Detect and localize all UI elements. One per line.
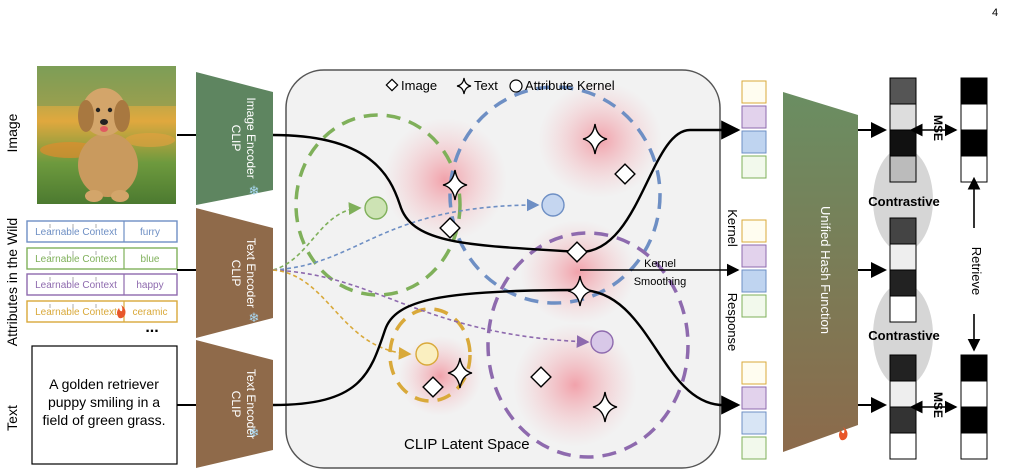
- attribute-text-encoder: CLIP Text Encoder ❄: [196, 208, 273, 338]
- legend-diamond-icon: [385, 78, 399, 92]
- star-icon: [592, 391, 618, 423]
- attr-response-vector: [741, 219, 767, 318]
- hash-output-arrows: [858, 122, 887, 413]
- diamond-icon: [566, 241, 588, 263]
- star-icon: [567, 275, 593, 307]
- kernel-response-label-1: Kernel: [725, 209, 740, 247]
- kernel-smoothing-label-1: Kernel: [644, 258, 676, 270]
- green-attribute-kernel: [364, 196, 388, 220]
- star-icon: [442, 169, 468, 201]
- prompt-token-ticks: [49, 224, 97, 308]
- caption-line-2: puppy smiling in a: [48, 394, 160, 410]
- retrieve-label-bg: [968, 228, 982, 314]
- latent-space-label: CLIP Latent Space: [404, 436, 530, 453]
- mse-label-bottom: MSE: [931, 392, 945, 418]
- text-binary-code: [960, 354, 988, 460]
- kernel-response-label-2: Response: [725, 293, 740, 352]
- diamond-icon: [614, 163, 636, 185]
- contrastive-label-top: Contrastive: [868, 194, 940, 209]
- prompt-row: Learnable Context blue: [26, 247, 178, 270]
- image-encoder-label-1: CLIP: [229, 125, 243, 152]
- image-embeddings: [422, 163, 636, 398]
- image-encoder: CLIP Image Encoder ❄: [196, 72, 273, 205]
- kernel-smoothing-label-2: Smoothing: [634, 276, 687, 288]
- attr-encoder-label-2: Text Encoder: [244, 238, 258, 308]
- prompt-context: Learnable Context: [35, 227, 117, 238]
- prompt-row: Learnable Context ceramic: [26, 300, 178, 323]
- dog-photo: [37, 66, 176, 204]
- kernel-response-vectors: [741, 80, 767, 460]
- prompt-word: furry: [140, 227, 160, 238]
- text-response-vector: [741, 361, 767, 460]
- hash-function-label: Unified Hash Function: [818, 206, 833, 334]
- diamond-icon: [422, 376, 444, 398]
- snowflake-icon: ❄: [249, 183, 260, 198]
- side-label-attributes: Attributes in the Wild: [4, 218, 20, 346]
- snowflake-icon: ❄: [249, 425, 260, 440]
- legend-circle-icon: [509, 79, 523, 93]
- snowflake-icon: ❄: [249, 310, 260, 325]
- image-binary-code: [960, 77, 988, 183]
- mse-label-top: MSE: [931, 115, 945, 141]
- purple-attribute-kernel: [590, 330, 614, 354]
- prompt-context: Learnable Context: [35, 307, 117, 318]
- prompt-word: ceramic: [132, 307, 167, 318]
- caption-line-1: A golden retriever: [49, 376, 159, 392]
- caption-line-3: field of green grass.: [43, 412, 166, 428]
- attribute-arrows: [272, 198, 590, 360]
- prompt-ellipsis: ...: [145, 319, 158, 336]
- diamond-icon: [530, 366, 552, 388]
- green-kernel-region: [294, 113, 462, 297]
- prompt-word: happy: [136, 280, 163, 291]
- side-label-text: Text: [4, 405, 20, 431]
- text-encoder: CLIP Text Encoder ❄: [196, 340, 273, 468]
- star-icon: [582, 123, 608, 155]
- legend-text: Text: [474, 78, 498, 93]
- attr-encoder-label-1: CLIP: [229, 260, 243, 287]
- prompt-row: Learnable Context furry: [26, 220, 178, 243]
- purple-kernel-region: [486, 231, 690, 459]
- prompt-word: blue: [141, 254, 160, 265]
- yellow-attribute-kernel: [415, 342, 439, 366]
- image-response-vector: [741, 80, 767, 179]
- fire-icon: [839, 427, 848, 441]
- text-embeddings: [442, 123, 618, 423]
- hash-codes: [889, 77, 917, 460]
- blue-kernel-region: [448, 85, 662, 305]
- star-icon: [447, 357, 473, 389]
- flow-paths: [272, 120, 741, 415]
- caption-box: [31, 345, 178, 465]
- diamond-icon: [439, 217, 461, 239]
- legend: Image Text Attribute Kernel: [385, 77, 615, 95]
- text-hash-code: [889, 354, 917, 460]
- text-encoder-label-1: CLIP: [229, 391, 243, 418]
- contrastive-bg-top: [873, 148, 933, 252]
- side-label-image: Image: [4, 113, 20, 152]
- fire-icon: [117, 305, 126, 319]
- blue-attribute-kernel: [541, 193, 565, 217]
- attr-hash-code: [889, 217, 917, 323]
- legend-star-icon: [456, 77, 472, 95]
- prompt-table: Learnable Context furry Learnable Contex…: [26, 220, 178, 336]
- unified-hash-function: [783, 92, 858, 452]
- contrastive-bg-bottom: [873, 283, 933, 387]
- image-encoder-label-2: Image Encoder: [244, 97, 258, 178]
- page-number: 4: [992, 7, 998, 19]
- text-encoder-label-2: Text Encoder: [244, 369, 258, 439]
- contrastive-label-bottom: Contrastive: [868, 328, 940, 343]
- retrieve-label: Retrieve: [969, 247, 984, 295]
- yellow-kernel-region: [388, 307, 472, 403]
- binary-codes: [960, 77, 988, 460]
- legend-image: Image: [401, 78, 437, 93]
- prompt-context: Learnable Context: [35, 280, 117, 291]
- legend-kernel: Attribute Kernel: [525, 78, 615, 93]
- image-hash-code: [889, 77, 917, 183]
- prompt-row: Learnable Context happy: [26, 273, 178, 296]
- prompt-context: Learnable Context: [35, 254, 117, 265]
- kernel-regions: [294, 85, 690, 459]
